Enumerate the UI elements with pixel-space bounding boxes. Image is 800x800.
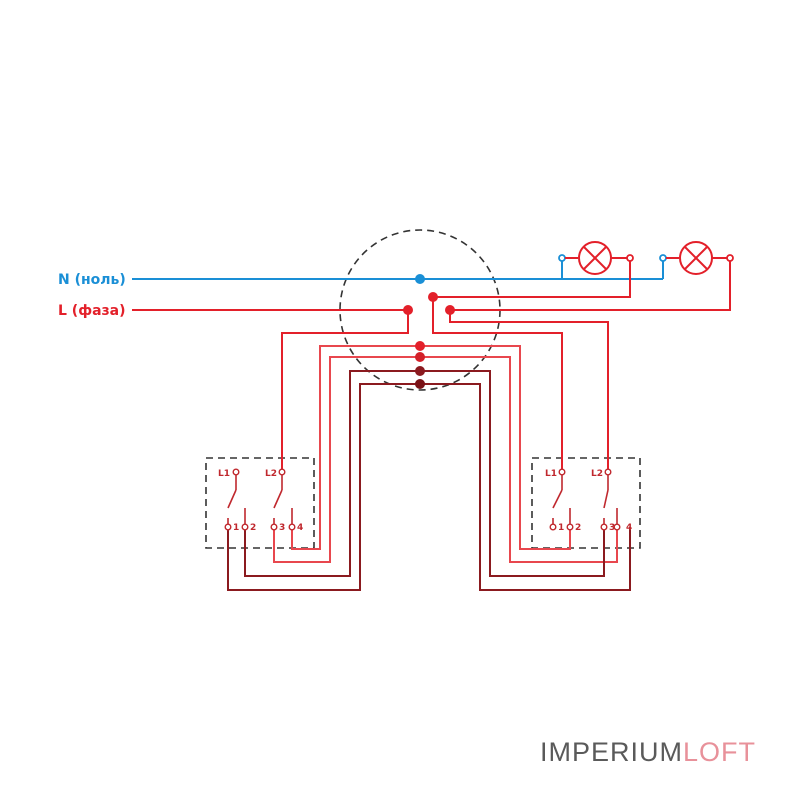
left-switch-t3-label: 3 <box>279 523 285 533</box>
lamp-2-icon <box>666 241 727 275</box>
brand-logo: IMPERIUMLOFT <box>540 737 756 767</box>
traveller-dot-3 <box>415 366 425 376</box>
traveller-dot-2 <box>415 352 425 362</box>
left-switch-t1-label: 1 <box>233 523 239 533</box>
right-switch-t1-label: 1 <box>558 523 564 533</box>
right-switch-t2-label: 2 <box>575 523 581 533</box>
left-switch-box <box>205 457 315 549</box>
phase-lamp2-dot <box>445 305 455 315</box>
traveller-wires-dark <box>227 370 631 591</box>
traveller-dot-1 <box>415 341 425 351</box>
right-switch-l1-label: L1 <box>545 469 557 479</box>
neutral-wires <box>132 257 670 280</box>
right-switch-contacts <box>552 475 618 524</box>
traveller-wires-light <box>273 345 618 563</box>
lamp-1-icon <box>565 241 627 275</box>
left-switch-t2-label: 2 <box>250 523 256 533</box>
phase-label-group: L (фаза) <box>58 303 126 319</box>
phase-lamp1-dot <box>428 292 438 302</box>
phase-label: L (фаза) <box>58 303 126 319</box>
phase-in-dot <box>403 305 413 315</box>
left-switch-l1-label: L1 <box>218 469 230 479</box>
traveller-dot-4 <box>415 379 425 389</box>
right-switch-l2-label: L2 <box>591 469 603 479</box>
phase-wires <box>132 261 731 472</box>
brand-part2: LOFT <box>683 737 756 767</box>
right-switch-box <box>531 457 641 549</box>
left-switch-contacts <box>227 475 293 524</box>
neutral-label-group: N (ноль) <box>58 272 126 288</box>
lamp1-phase-terminal <box>626 254 634 262</box>
lamp2-phase-terminal <box>726 254 734 262</box>
left-switch-l2-label: L2 <box>265 469 277 479</box>
left-switch-terminals <box>224 468 296 531</box>
lamp2-neutral-terminal <box>659 254 667 262</box>
neutral-junction-dot <box>415 274 425 284</box>
right-switch-terminals <box>549 468 621 531</box>
lamp1-neutral-terminal <box>558 254 566 262</box>
neutral-label: N (ноль) <box>58 272 126 288</box>
right-switch-t3-label: 3 <box>609 523 615 533</box>
brand-part1: IMPERIUM <box>540 737 683 767</box>
right-switch-t4-label: 4 <box>626 523 632 533</box>
left-switch-t4-label: 4 <box>297 523 303 533</box>
